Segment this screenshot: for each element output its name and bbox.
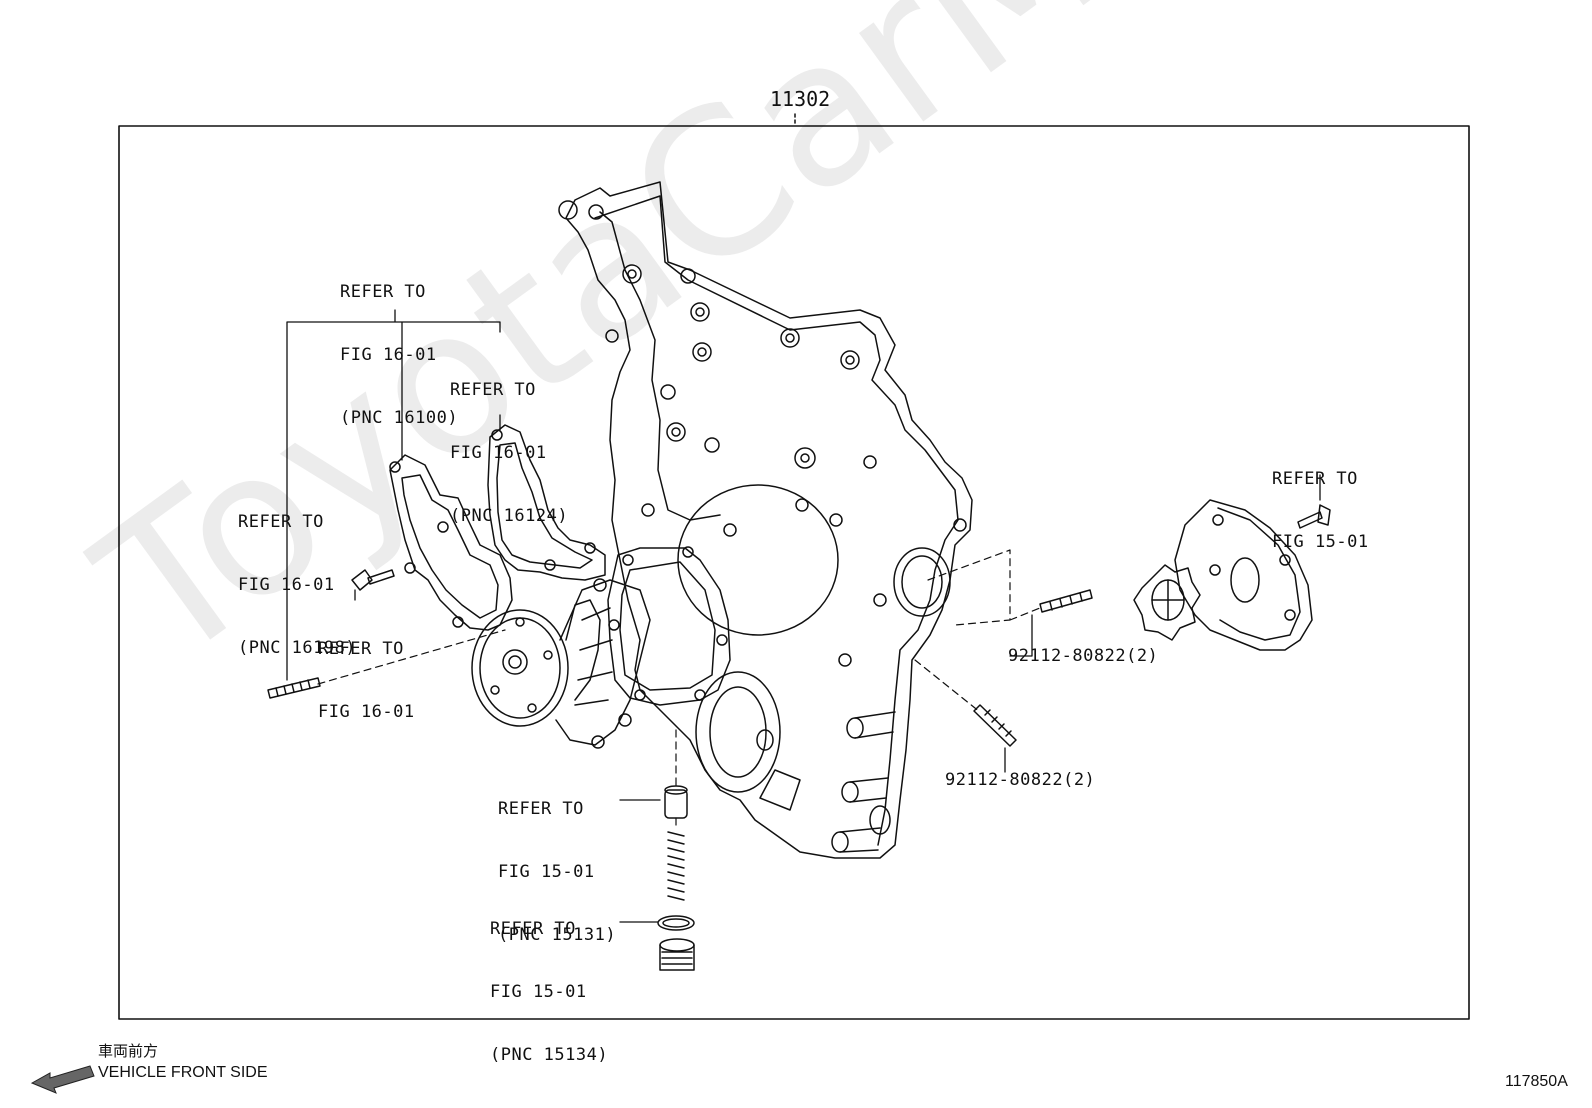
callout-line: FIG 16-01 xyxy=(340,345,437,365)
leader-lines xyxy=(286,309,1321,923)
callout-line: REFER TO xyxy=(450,380,536,400)
callout-fig-15-01: REFER TO FIG 15-01 xyxy=(1272,427,1369,595)
callout-line: REFER TO xyxy=(340,282,426,302)
oil-pump-rotor xyxy=(1133,499,1313,651)
callout-line: FIG 16-01 xyxy=(450,443,547,463)
callout-line: FIG 15-01 xyxy=(498,862,595,882)
callout-pnc-15131: REFER TO FIG 15-01 (PNC 15131) xyxy=(498,757,616,988)
water-pump xyxy=(471,546,731,749)
callout-line: REFER TO xyxy=(490,919,576,939)
illustration-id: 117850A xyxy=(1505,1073,1568,1090)
callout-line: REFER TO xyxy=(1272,469,1358,489)
callout-line: FIG 16-01 xyxy=(238,575,335,595)
front-side-en: VEHICLE FRONT SIDE xyxy=(98,1064,268,1081)
gasket-middle xyxy=(487,424,606,581)
group-number: 11302 xyxy=(770,87,831,111)
callout-line: FIG 15-01 xyxy=(1272,532,1369,552)
callout-pnc-15134: REFER TO FIG 15-01 (PNC 15134) xyxy=(490,877,608,1108)
callout-line: (PNC 16100) xyxy=(340,408,459,428)
front-side-jp: 車両前方 xyxy=(98,1042,159,1060)
callout-line: REFER TO xyxy=(238,512,324,532)
dashed-lines xyxy=(317,549,1041,831)
callout-pnc-16198: REFER TO FIG 16-01 (PNC 16198) xyxy=(238,470,356,701)
callout-line: REFER TO xyxy=(318,639,404,659)
callout-line: FIG 16-01 xyxy=(318,702,415,722)
callout-fig-16-01: REFER TO FIG 16-01 xyxy=(318,597,415,765)
callout-line: (PNC 16198) xyxy=(238,638,357,658)
callout-line: FIG 15-01 xyxy=(490,982,587,1002)
part-label-stud-lower: 92112-80822(2) xyxy=(945,770,1096,790)
front-arrow-icon xyxy=(30,1065,95,1094)
fasteners xyxy=(267,504,1331,971)
timing-cover xyxy=(558,181,973,859)
callout-line: (PNC 15131) xyxy=(498,925,617,945)
callout-line: (PNC 15134) xyxy=(490,1045,609,1065)
group-frame xyxy=(118,125,1470,1020)
callout-line: REFER TO xyxy=(498,799,584,819)
callout-pnc-16100: REFER TO FIG 16-01 (PNC 16100) xyxy=(340,240,458,471)
callout-pnc-16124: REFER TO FIG 16-01 (PNC 16124) xyxy=(450,338,568,569)
part-label-stud-right: 92112-80822(2) xyxy=(1008,646,1159,666)
callout-line: (PNC 16124) xyxy=(450,506,569,526)
